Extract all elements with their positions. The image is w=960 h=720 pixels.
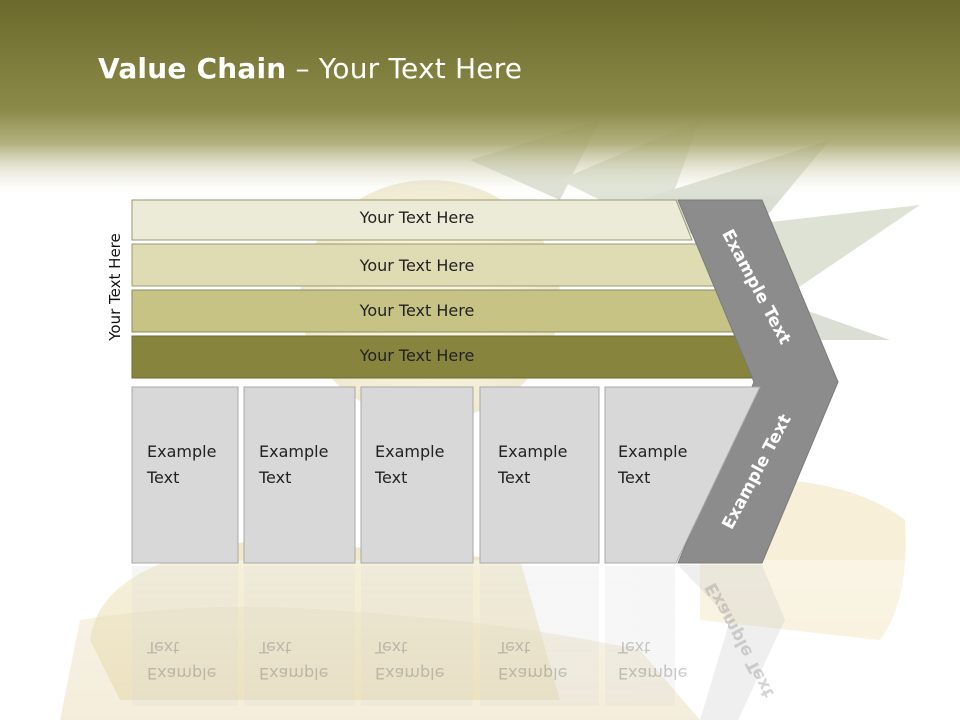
bar-1 <box>131 199 693 241</box>
cell-3 <box>360 386 474 564</box>
slide-title: Value Chain – Your Text Here <box>98 52 522 85</box>
cell-2 <box>243 386 356 564</box>
title-rest: – Your Text Here <box>286 52 523 85</box>
bar-2-label: Your Text Here <box>359 256 475 275</box>
title-bold: Value Chain <box>98 52 287 85</box>
cells-reflection <box>132 566 675 706</box>
side-label: Your Text Here <box>106 233 124 341</box>
bar-4-label: Your Text Here <box>359 346 475 365</box>
chevron-reflection <box>678 565 785 720</box>
cell-4 <box>479 386 600 564</box>
bar-1-label: Your Text Here <box>359 208 475 227</box>
cell-1 <box>131 386 239 564</box>
header-band <box>0 0 960 200</box>
bar-3-label: Your Text Here <box>359 301 475 320</box>
cell-5 <box>604 386 761 564</box>
